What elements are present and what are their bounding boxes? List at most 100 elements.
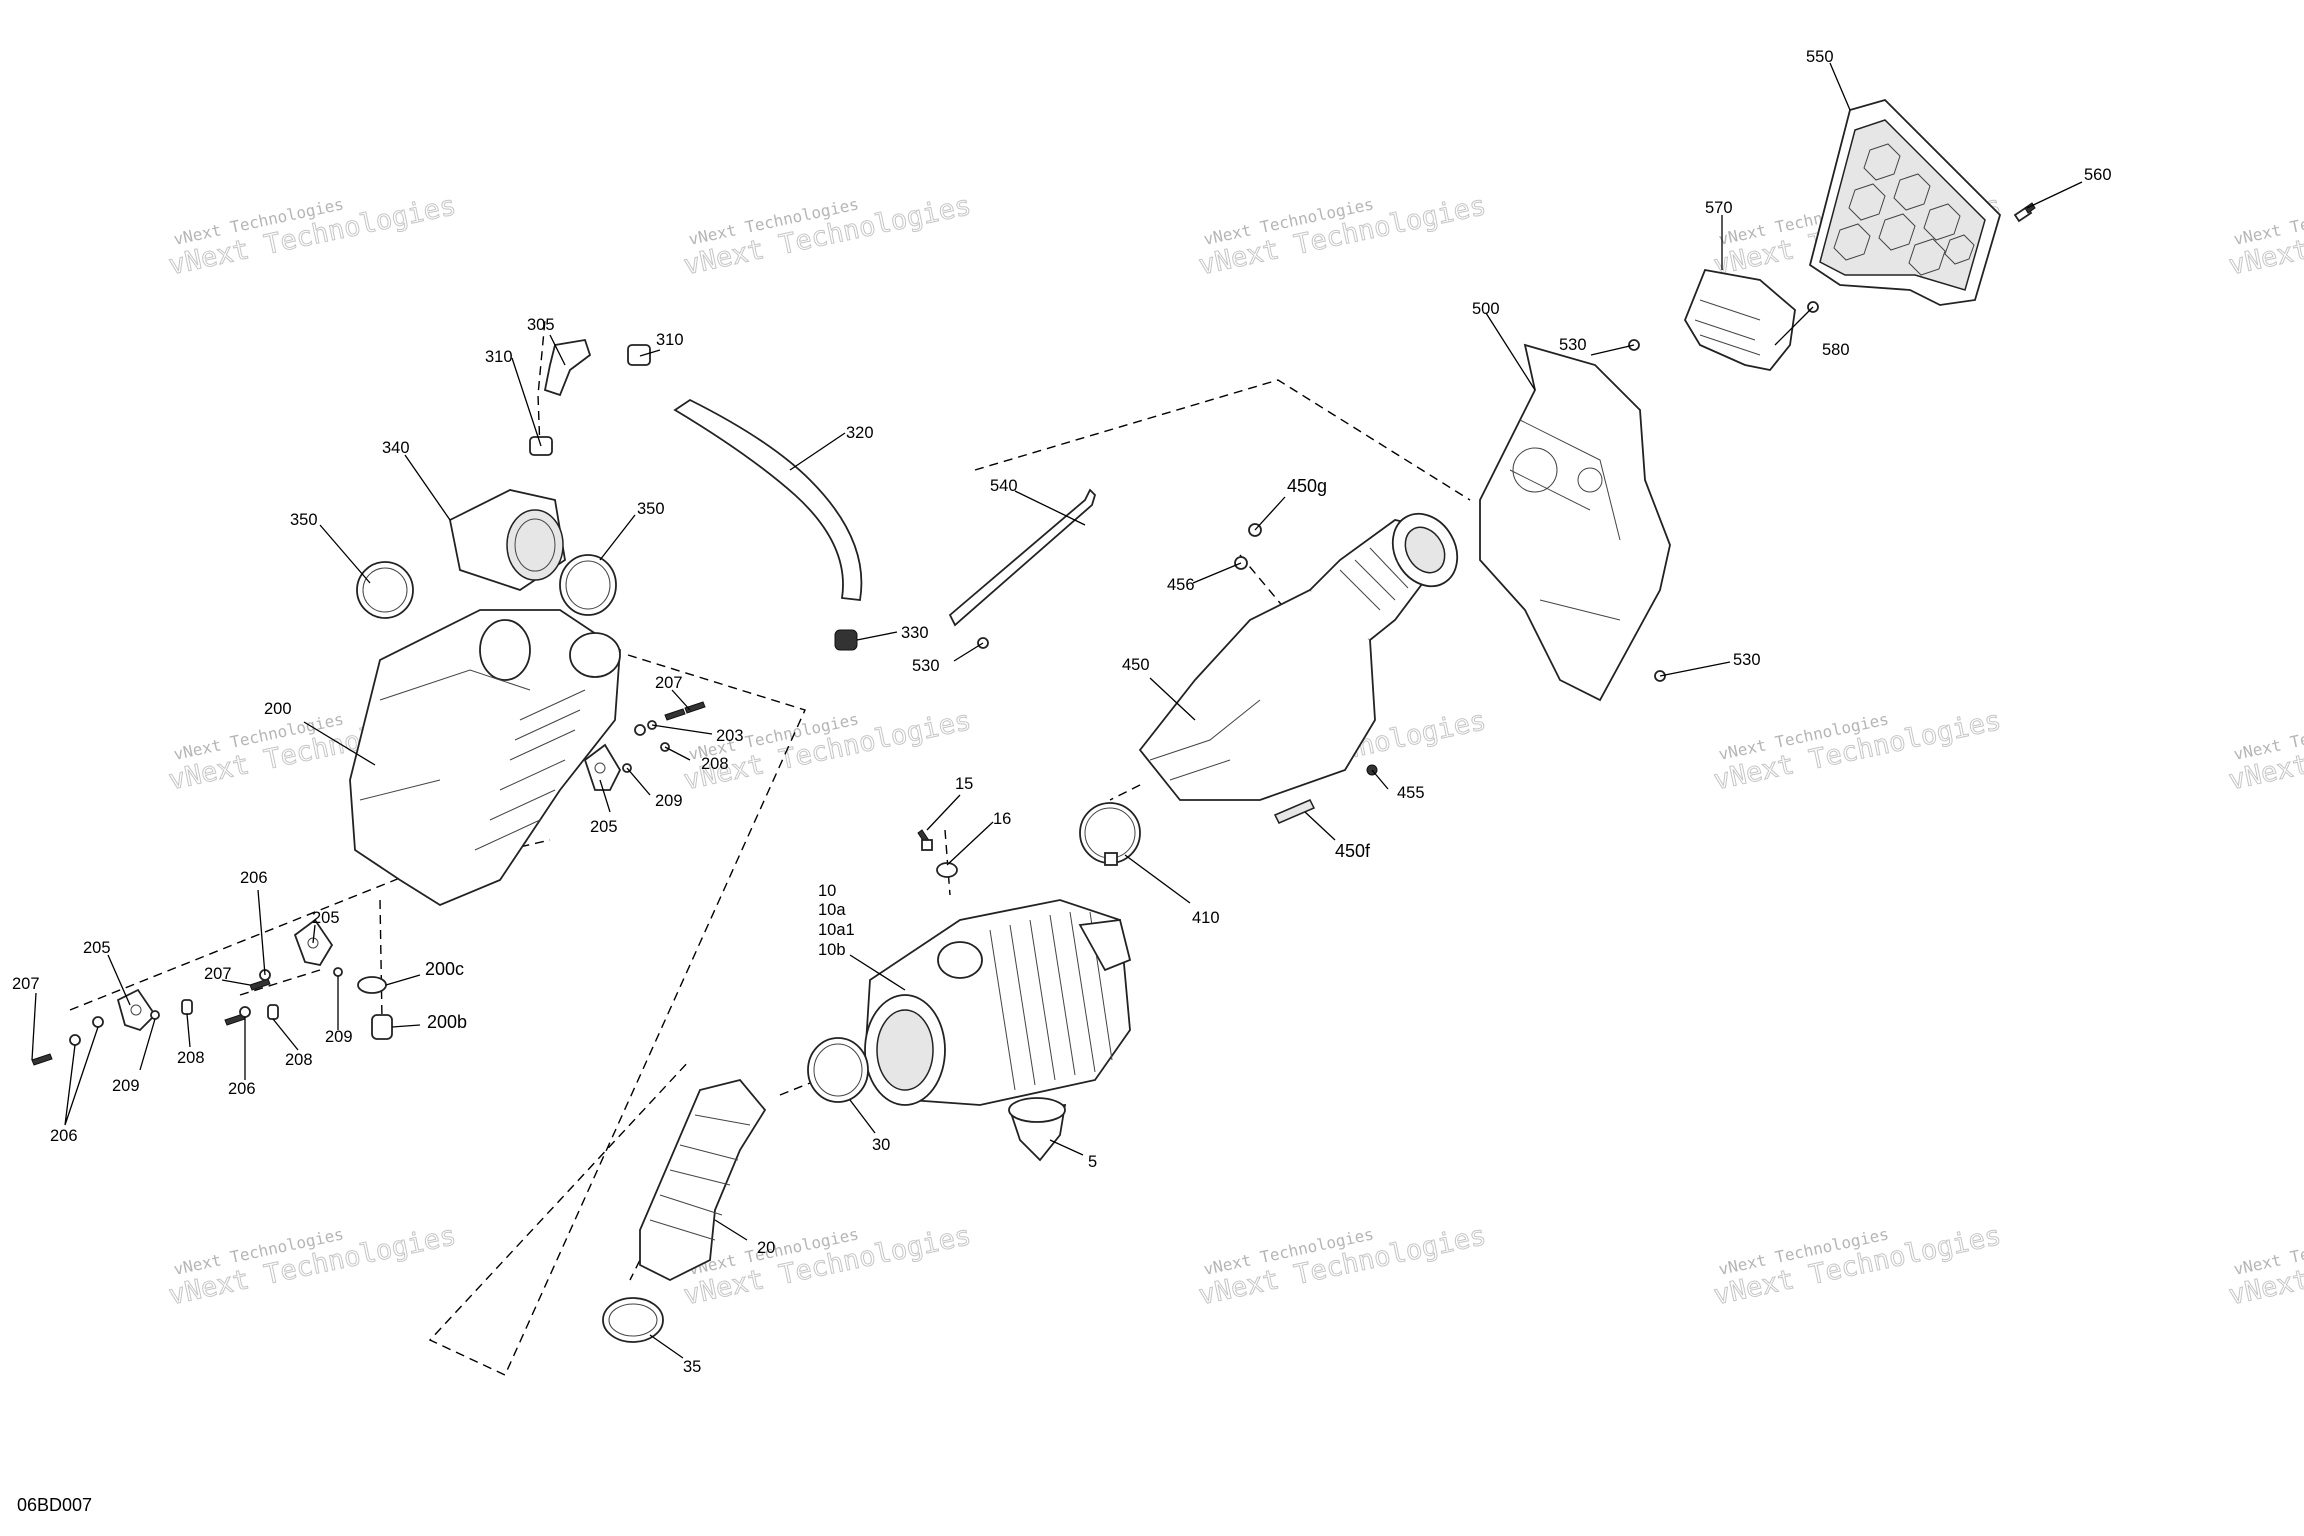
- dashed-line-breather: [537, 319, 546, 451]
- watermark-13: vNext Technologies vNext Technologies: [1196, 1220, 1490, 1312]
- label-209-left: 209: [112, 1077, 140, 1095]
- part-310-clip-top: [627, 344, 651, 366]
- part-305-elbow: [543, 338, 592, 397]
- label-35: 35: [683, 1358, 701, 1376]
- label-580: 580: [1822, 341, 1850, 359]
- leader-lines: [31, 62, 2083, 1359]
- part-200-airbox: [349, 609, 621, 907]
- watermark-1: vNext Technologies vNext Technologies: [166, 190, 460, 282]
- part-207-screws-left: [31, 978, 271, 1066]
- label-208-upper: 208: [701, 755, 729, 773]
- label-570: 570: [1705, 199, 1733, 217]
- label-310-left: 310: [485, 348, 513, 366]
- part-30-clamp: [807, 1037, 869, 1103]
- label-410: 410: [1192, 909, 1220, 927]
- label-205-mid: 205: [312, 909, 340, 927]
- watermark-12: vNext Technologies vNext Technologies: [681, 1220, 975, 1312]
- label-207-mid: 207: [204, 965, 232, 983]
- part-540-rod: [948, 488, 1097, 627]
- dashed-line-410: [1109, 784, 1141, 801]
- part-205-mount-left: [116, 988, 157, 1032]
- label-10a1: 10a1: [818, 921, 855, 939]
- label-330: 330: [901, 624, 929, 642]
- parts: [31, 98, 2036, 1343]
- diagram-reference: 06BD007: [17, 1495, 92, 1515]
- label-340: 340: [382, 439, 410, 457]
- part-450f-seal: [1273, 799, 1316, 824]
- watermark-3: vNext Technologies vNext Technologies: [1196, 190, 1490, 282]
- part-200b-cap: [371, 1014, 393, 1040]
- part-20-duct: [639, 1078, 767, 1282]
- label-530-rod: 530: [912, 657, 940, 675]
- label-560: 560: [2084, 166, 2112, 184]
- label-207-left: 207: [12, 975, 40, 993]
- part-350-clamp-right: [559, 554, 617, 616]
- part-207-screws-upper: [664, 701, 706, 721]
- label-208-left: 208: [177, 1049, 205, 1067]
- label-350-left: 350: [290, 511, 318, 529]
- part-205-mount-upper: [583, 743, 622, 791]
- label-200b: 200b: [427, 1012, 467, 1032]
- label-203: 203: [716, 727, 744, 745]
- label-207-upper: 207: [655, 674, 683, 692]
- part-5-valve: [1008, 1097, 1067, 1162]
- part-200c-clip: [357, 976, 387, 994]
- label-450: 450: [1122, 656, 1150, 674]
- dashed-line-30: [779, 1074, 831, 1096]
- label-310-top: 310: [656, 331, 684, 349]
- label-350-right: 350: [637, 500, 665, 518]
- watermark-15: vNext Technologies vNext Technologies: [2226, 1220, 2304, 1312]
- watermark-10: vNext Technologies vNext Technologies: [2226, 705, 2304, 797]
- part-15-screw: [917, 829, 933, 851]
- part-410-clamp: [1079, 802, 1141, 866]
- dashed-line-mount-mid: [239, 969, 321, 996]
- part-10-filter-housing: [864, 899, 1132, 1106]
- part-320-hose: [673, 398, 863, 601]
- watermark-14: vNext Technologies vNext Technologies: [1711, 1220, 2005, 1312]
- label-455: 455: [1397, 784, 1425, 802]
- label-206-mid: 206: [228, 1080, 256, 1098]
- label-10: 10: [818, 882, 836, 900]
- label-10a: 10a: [818, 901, 846, 919]
- label-206-left: 206: [50, 1127, 78, 1145]
- label-450f: 450f: [1335, 841, 1371, 861]
- part-340-adapter: [448, 489, 566, 591]
- label-200: 200: [264, 700, 292, 718]
- label-5: 5: [1088, 1153, 1097, 1171]
- watermark-2: vNext Technologies vNext Technologies: [681, 190, 975, 282]
- label-450g: 450g: [1287, 476, 1327, 496]
- label-550: 550: [1806, 48, 1834, 66]
- label-205-left: 205: [83, 939, 111, 957]
- part-450-intake-duct: [1138, 512, 1459, 801]
- part-570-cover: [1683, 268, 1796, 371]
- label-16: 16: [993, 810, 1011, 828]
- part-350-clamp-left: [356, 561, 414, 619]
- label-200c: 200c: [425, 959, 464, 979]
- label-205-upper: 205: [590, 818, 618, 836]
- label-320: 320: [846, 424, 874, 442]
- label-530-top: 530: [1559, 336, 1587, 354]
- label-500: 500: [1472, 300, 1500, 318]
- label-30: 30: [872, 1136, 890, 1154]
- dashed-line-540: [974, 379, 1471, 501]
- part-330-clip: [834, 629, 858, 651]
- watermark-5: vNext Technologies vNext Technologies: [2226, 190, 2304, 282]
- label-540: 540: [990, 477, 1018, 495]
- dashed-line-200bc: [379, 899, 383, 1021]
- label-10b: 10b: [818, 941, 846, 959]
- label-209-mid: 209: [325, 1028, 353, 1046]
- label-209-upper: 209: [655, 792, 683, 810]
- label-530-right: 530: [1733, 651, 1761, 669]
- watermark-11: vNext Technologies vNext Technologies: [166, 1220, 460, 1312]
- assembly-dashed-lines: [69, 319, 1471, 1376]
- label-206-top: 206: [240, 869, 268, 887]
- part-550-grille: [1808, 98, 2002, 306]
- part-500-housing: [1479, 343, 1671, 702]
- watermark-9: vNext Technologies vNext Technologies: [1711, 705, 2005, 797]
- part-208-spacers-left: [181, 999, 279, 1020]
- label-20: 20: [757, 1239, 775, 1257]
- label-305: 305: [527, 316, 555, 334]
- dashed-line-frame: [428, 654, 806, 1376]
- label-208-mid: 208: [285, 1051, 313, 1069]
